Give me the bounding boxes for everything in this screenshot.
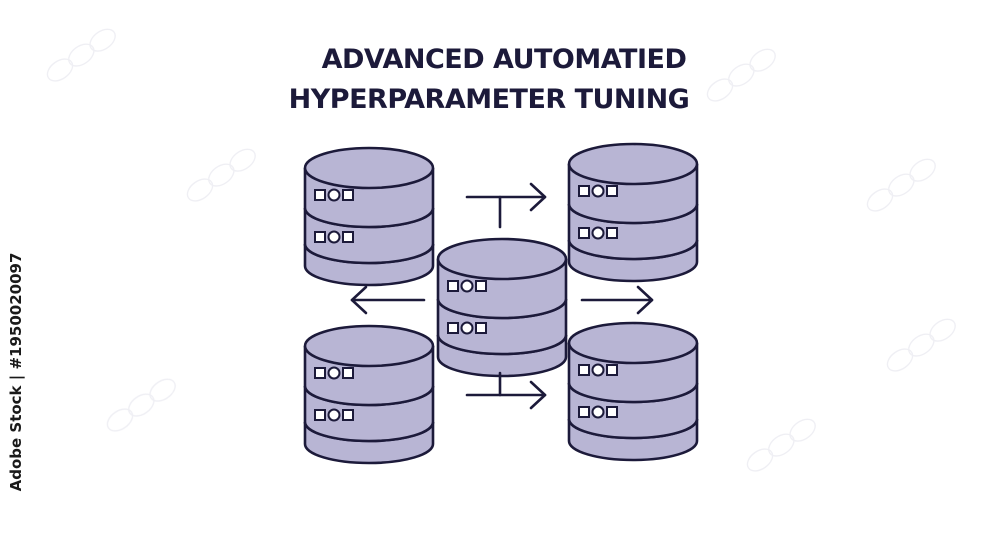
arrow-right-icon bbox=[465, 371, 547, 410]
title-line-2: HYPERPARAMETER TUNING bbox=[288, 84, 690, 115]
page-title: ADVANCED AUTOMATIED HYPERPARAMETER TUNIN… bbox=[0, 40, 1000, 120]
title-line-1: ADVANCED AUTOMATIED bbox=[321, 44, 687, 75]
stock-id-text: Adobe Stock | #1950020097 bbox=[7, 252, 25, 492]
database-icon bbox=[303, 324, 435, 465]
arrow-left-icon bbox=[350, 285, 426, 315]
database-icon bbox=[567, 321, 699, 462]
arrow-right-icon bbox=[465, 182, 547, 229]
arrow-right-icon bbox=[580, 285, 654, 315]
database-icon bbox=[303, 146, 435, 287]
stock-id-watermark: Adobe Stock | #1950020097 bbox=[4, 253, 28, 492]
database-icon bbox=[436, 237, 568, 378]
database-icon bbox=[567, 142, 699, 283]
